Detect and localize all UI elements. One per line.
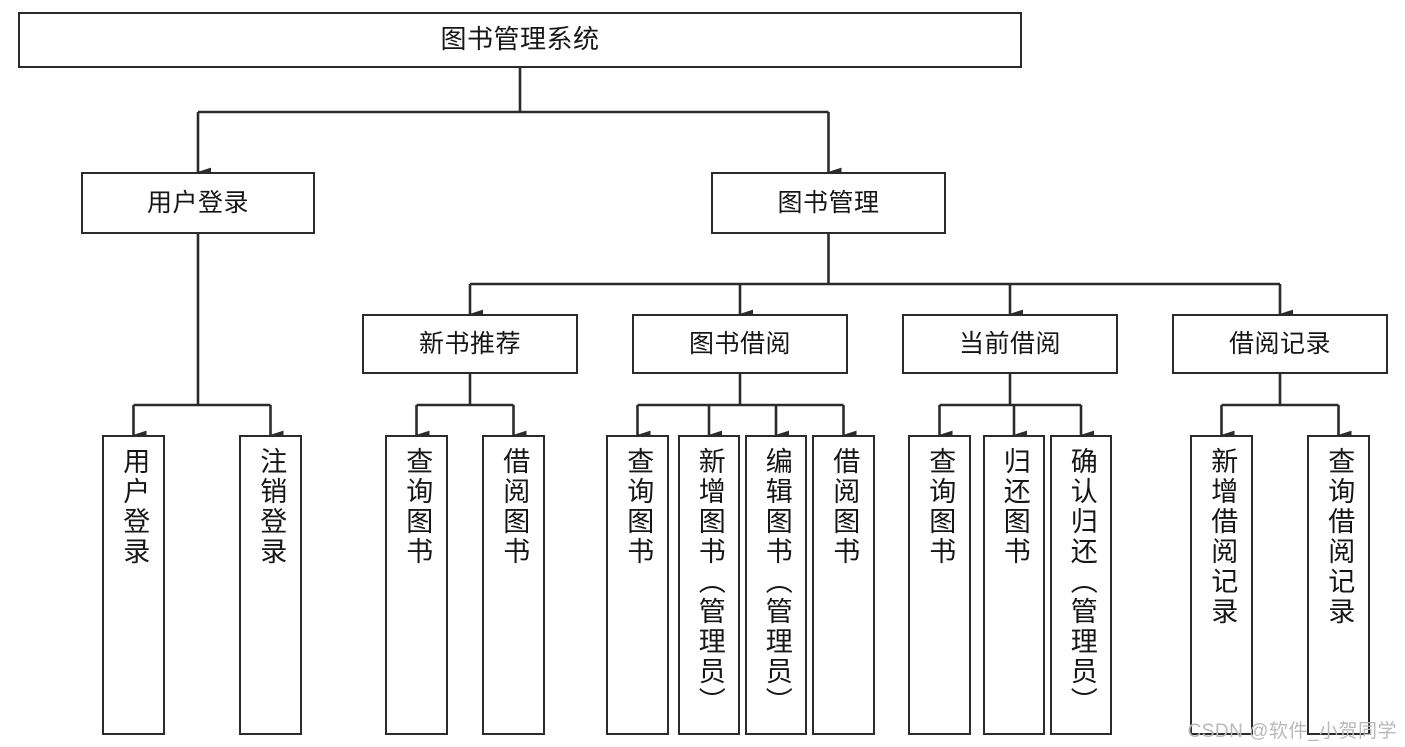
node-leaf-cb-confirm[interactable]: 确认归还（管理员） xyxy=(1050,435,1112,735)
node-leaf-rec-borrow[interactable]: 借阅图书 xyxy=(482,435,545,735)
node-label: 查询图书 xyxy=(623,447,654,567)
node-label: 查询借阅记录 xyxy=(1324,447,1355,627)
node-label: 借阅记录 xyxy=(1228,330,1331,358)
node-leaf-bb-add[interactable]: 新增图书（管理员） xyxy=(678,435,740,735)
node-borrow-record[interactable]: 借阅记录 xyxy=(1172,314,1388,374)
node-label: 新增借阅记录 xyxy=(1207,447,1238,627)
node-root[interactable]: 图书管理系统 xyxy=(18,12,1022,68)
node-book-borrow[interactable]: 图书借阅 xyxy=(632,314,848,374)
node-book-manage[interactable]: 图书管理 xyxy=(711,172,946,234)
node-label: 注销登录 xyxy=(256,447,287,567)
node-label: 新增图书（管理员） xyxy=(694,447,725,717)
connector-lines xyxy=(132,68,1352,440)
node-leaf-rec-query[interactable]: 查询图书 xyxy=(385,435,448,735)
node-label: 借阅图书 xyxy=(829,447,860,567)
node-label: 用户登录 xyxy=(146,189,249,217)
node-leaf-cb-return[interactable]: 归还图书 xyxy=(983,435,1045,735)
node-leaf-bb-borrow[interactable]: 借阅图书 xyxy=(812,435,875,735)
node-label: 确认归还（管理员） xyxy=(1066,447,1097,717)
node-label: 图书管理系统 xyxy=(440,24,600,55)
node-label: 用户登录 xyxy=(119,447,150,567)
node-leaf-br-query[interactable]: 查询借阅记录 xyxy=(1307,435,1370,735)
node-leaf-user-login[interactable]: 用户登录 xyxy=(102,435,165,735)
node-label: 借阅图书 xyxy=(499,447,530,567)
node-leaf-cb-query[interactable]: 查询图书 xyxy=(908,435,971,735)
node-label: 查询图书 xyxy=(402,447,433,567)
node-new-book-rec[interactable]: 新书推荐 xyxy=(362,314,578,374)
node-leaf-br-add[interactable]: 新增借阅记录 xyxy=(1190,435,1253,735)
node-label: 归还图书 xyxy=(999,447,1030,567)
node-label: 查询图书 xyxy=(925,447,956,567)
node-leaf-user-logout[interactable]: 注销登录 xyxy=(239,435,302,735)
node-label: 编辑图书（管理员） xyxy=(761,447,792,717)
node-label: 当前借阅 xyxy=(958,330,1061,358)
node-label: 新书推荐 xyxy=(418,330,521,358)
node-label: 图书管理 xyxy=(777,189,880,217)
node-user-login[interactable]: 用户登录 xyxy=(81,172,315,234)
node-current-borrow[interactable]: 当前借阅 xyxy=(902,314,1118,374)
node-label: 图书借阅 xyxy=(688,330,791,358)
node-leaf-bb-query[interactable]: 查询图书 xyxy=(606,435,669,735)
watermark-label: CSDN @软件_小贺同学 xyxy=(1187,721,1397,742)
node-leaf-bb-edit[interactable]: 编辑图书（管理员） xyxy=(745,435,807,735)
